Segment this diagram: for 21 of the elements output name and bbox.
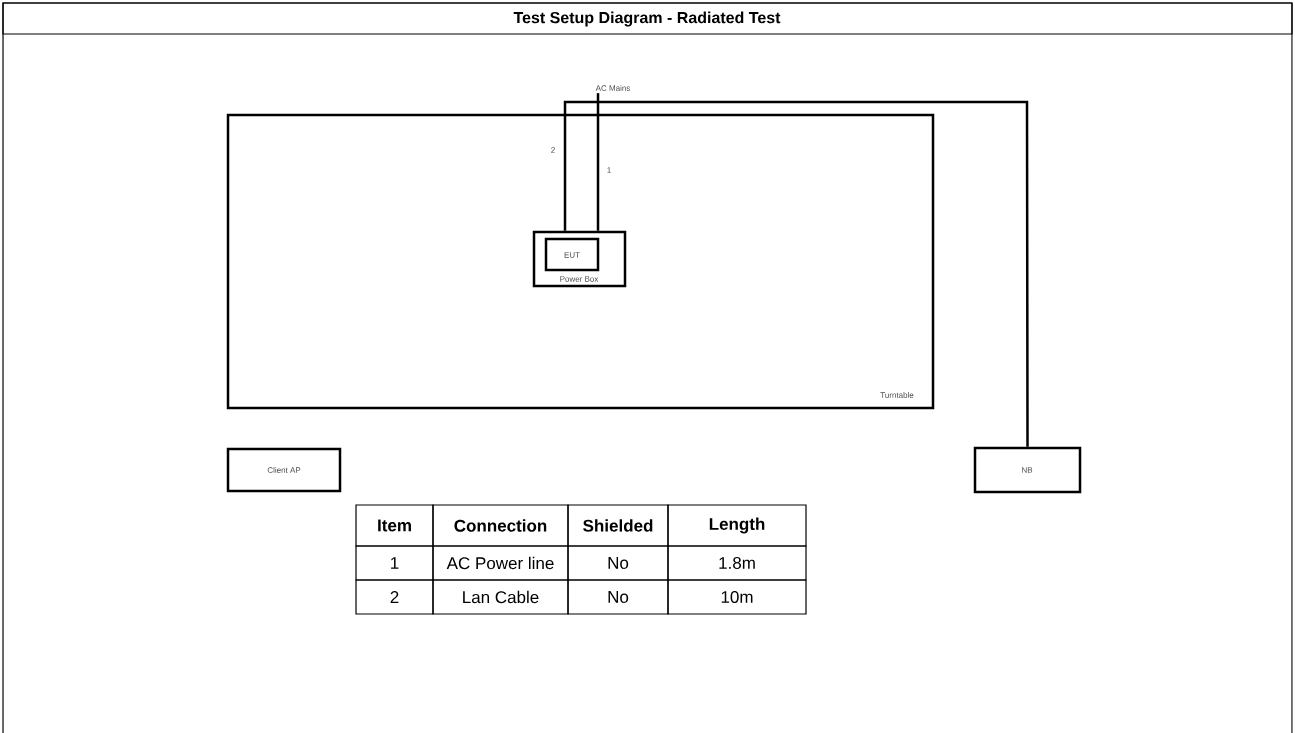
- table-cell: 10m: [667, 579, 807, 615]
- device-box: Client AP: [226, 447, 342, 493]
- cable-line: [596, 93, 600, 231]
- table-cell: 1.8m: [667, 545, 807, 581]
- table-cell: Connection: [432, 504, 569, 547]
- mains-label: AC Mains: [595, 85, 631, 91]
- cable-number: 2: [551, 147, 555, 153]
- title-bar: Test Setup Diagram - Radiated Test: [2, 2, 1293, 35]
- table-cell: No: [567, 545, 669, 581]
- table-cell: No: [567, 579, 669, 615]
- table-cell: 1: [355, 545, 434, 581]
- table-cell: Lan Cable: [432, 579, 569, 615]
- cable-number: 1: [607, 167, 611, 173]
- eut-box: EUT: [544, 237, 600, 272]
- table-cell: 2: [355, 579, 434, 615]
- cable-line: [563, 100, 1029, 447]
- table-cell: Item: [355, 504, 434, 547]
- table-cell: Length: [667, 504, 807, 547]
- table-cell: AC Power line: [432, 545, 569, 581]
- table-cell: Shielded: [567, 504, 669, 547]
- device-box: NB: [973, 446, 1082, 494]
